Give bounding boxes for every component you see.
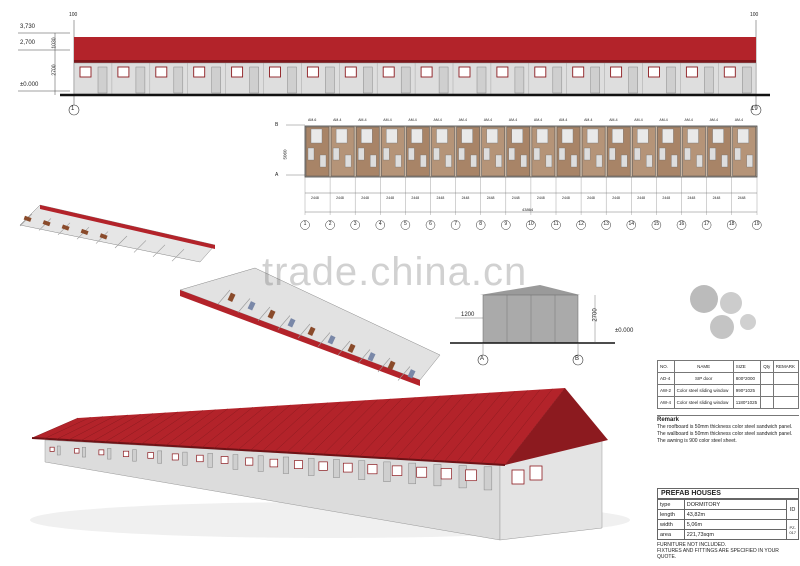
plan-room-label: AM-4 bbox=[709, 118, 718, 122]
level-label-ground: ±0.000 bbox=[20, 82, 39, 88]
section-drawing: 1200 2700 ±0.000 A B bbox=[445, 280, 645, 370]
plan-axis-number: 10 bbox=[528, 221, 534, 227]
plan-room-label: AM-4 bbox=[383, 118, 392, 122]
plan-room-label: AM-4 bbox=[684, 118, 693, 122]
plan-bay-dim: 2448 bbox=[536, 196, 545, 200]
plan-room-label: AM-4 bbox=[358, 118, 367, 122]
plan-axis-number: 5 bbox=[404, 221, 407, 227]
section-level: ±0.000 bbox=[615, 328, 634, 334]
info-note: FURNITURE NOT INCLUDED. bbox=[657, 542, 727, 548]
plan-room-label: AM-4 bbox=[333, 118, 342, 122]
plan-bay-dim: 2448 bbox=[662, 196, 671, 200]
parts-table: NO. NAME SIZE Qty REMARK AD-4 SIP door 8… bbox=[657, 360, 800, 409]
plan-axis-number: 7 bbox=[454, 221, 457, 227]
plan-axis-number: 2 bbox=[328, 221, 332, 227]
cell: Color steel sliding window bbox=[673, 396, 734, 409]
plan-room-label: AM-4 bbox=[584, 118, 593, 122]
remark-line: The awning is 900 color steel sheet. bbox=[657, 438, 737, 444]
plan-row-label-b: B bbox=[275, 122, 279, 128]
plan-room-label: AM-6 bbox=[308, 118, 317, 122]
plan-axis-number: 6 bbox=[429, 221, 432, 227]
info-note: FIXTURES AND FITTINGS ARE SPECIFIED IN Y… bbox=[657, 548, 779, 560]
plan-total-dim: 43864 bbox=[522, 207, 534, 212]
plan-room-label: AM-4 bbox=[734, 118, 744, 122]
watermark: trade.china.cn bbox=[262, 250, 528, 294]
plan-bay-dim: 2448 bbox=[311, 196, 319, 200]
remark-title: Remark bbox=[657, 417, 680, 423]
plan-bay-dim: 2448 bbox=[336, 196, 344, 200]
plan-axis-number: 19 bbox=[754, 221, 760, 227]
plan-bay-dim: 2448 bbox=[461, 196, 470, 200]
plan-axis-number: 17 bbox=[703, 221, 710, 227]
plan-axis-number: 12 bbox=[578, 221, 584, 227]
plan-bay-dim: 2448 bbox=[386, 196, 395, 200]
elev-top-label-right: 100 bbox=[750, 12, 759, 18]
remark-line: The roofboard is 50mm thickness color st… bbox=[657, 424, 793, 430]
plan-room-label: AM-4 bbox=[433, 118, 442, 122]
plan-axis-number: 8 bbox=[479, 221, 483, 227]
id-label-cell: ID bbox=[786, 499, 799, 520]
cell: 221,73sqm bbox=[683, 529, 788, 540]
elev-grid-label-right: 19 bbox=[751, 106, 758, 112]
section-dim-1200: 1200 bbox=[461, 312, 475, 318]
plan-row-label-a: A bbox=[275, 172, 279, 178]
plan-axis-number: 13 bbox=[603, 221, 609, 227]
info-title: PREFAB HOUSES bbox=[657, 488, 799, 499]
remark-block: Remark The roofboard is 50mm thickness c… bbox=[657, 415, 799, 445]
plan-bay-dim: 2448 bbox=[361, 196, 369, 200]
info-table: type DORMITORY ID length 43,82m width 5,… bbox=[657, 499, 799, 540]
plan-room-label: AM-4 bbox=[508, 118, 518, 122]
plan-room-label: AM-4 bbox=[659, 118, 668, 122]
plan-bay-dim: 2448 bbox=[562, 196, 570, 200]
plan-axis-number: 16 bbox=[678, 221, 685, 227]
plan-axis-number: 11 bbox=[553, 221, 559, 227]
parts-table-wrap: NO. NAME SIZE Qty REMARK AD-4 SIP door 8… bbox=[657, 360, 800, 445]
plan-room-label: AM-4 bbox=[408, 118, 417, 122]
plan-bay-dim: 2448 bbox=[436, 196, 445, 200]
table-row: AW-4 Color steel sliding window 1180*102… bbox=[657, 396, 800, 409]
plan-bay-dim: 2448 bbox=[486, 196, 495, 200]
plan-bay-dim: 2448 bbox=[687, 196, 696, 200]
plan-axis-number: 15 bbox=[653, 221, 660, 227]
table-row: area 221,73sqm bbox=[657, 529, 799, 540]
elev-grid-label-left: 1 bbox=[71, 106, 75, 112]
plan-bay-dim: 2448 bbox=[737, 196, 746, 200]
plan-bay-dim: 2448 bbox=[587, 196, 595, 200]
plan-bay-dim: 2448 bbox=[612, 196, 620, 200]
cutaway-middle bbox=[179, 267, 441, 386]
plan-room-label: AM-4 bbox=[458, 118, 467, 122]
plan-axis-number: 14 bbox=[628, 221, 635, 227]
elevation-drawing: 100 100 3,730 2,700 ±0.000 1030 2700 1 1… bbox=[0, 0, 800, 120]
plan-axis-number: 1 bbox=[303, 221, 307, 227]
id-value-cell: PZ-017 bbox=[786, 519, 799, 540]
plan-room-label: AM-4 bbox=[559, 118, 568, 122]
level-label-mid: 2,700 bbox=[20, 40, 36, 46]
elev-top-label-left: 100 bbox=[69, 12, 78, 18]
level-label-top: 3,730 bbox=[20, 24, 36, 30]
section-axis-b: B bbox=[575, 356, 580, 362]
cell: 1180*1025 bbox=[732, 396, 762, 409]
plan-axis-number: 3 bbox=[353, 221, 357, 227]
plan-room-label: AM-4 bbox=[483, 118, 493, 122]
plan-axis-number: 18 bbox=[728, 221, 735, 227]
plan-bay-dim: 2448 bbox=[712, 196, 721, 200]
plan-axis-number: 9 bbox=[504, 221, 508, 227]
plan-bay-dim: 2448 bbox=[511, 196, 520, 200]
logo-gears bbox=[680, 280, 770, 350]
plan-room-label: AM-4 bbox=[533, 118, 543, 122]
plan-room-label: AM-4 bbox=[609, 118, 618, 122]
info-block: PREFAB HOUSES type DORMITORY ID length 4… bbox=[657, 488, 799, 560]
plan-axis-number: 4 bbox=[378, 221, 382, 227]
plan-bay-dim: 2448 bbox=[411, 196, 420, 200]
plan-bay-dim: 2448 bbox=[637, 196, 646, 200]
remark-line: The wallboard is 50mm thickness color st… bbox=[657, 431, 793, 437]
table-row: type DORMITORY ID bbox=[657, 499, 799, 520]
plan-room-label: AM-4 bbox=[634, 118, 643, 122]
section-axis-a: A bbox=[480, 356, 485, 362]
cell bbox=[772, 396, 800, 409]
cutaway-upper-left bbox=[19, 204, 216, 263]
